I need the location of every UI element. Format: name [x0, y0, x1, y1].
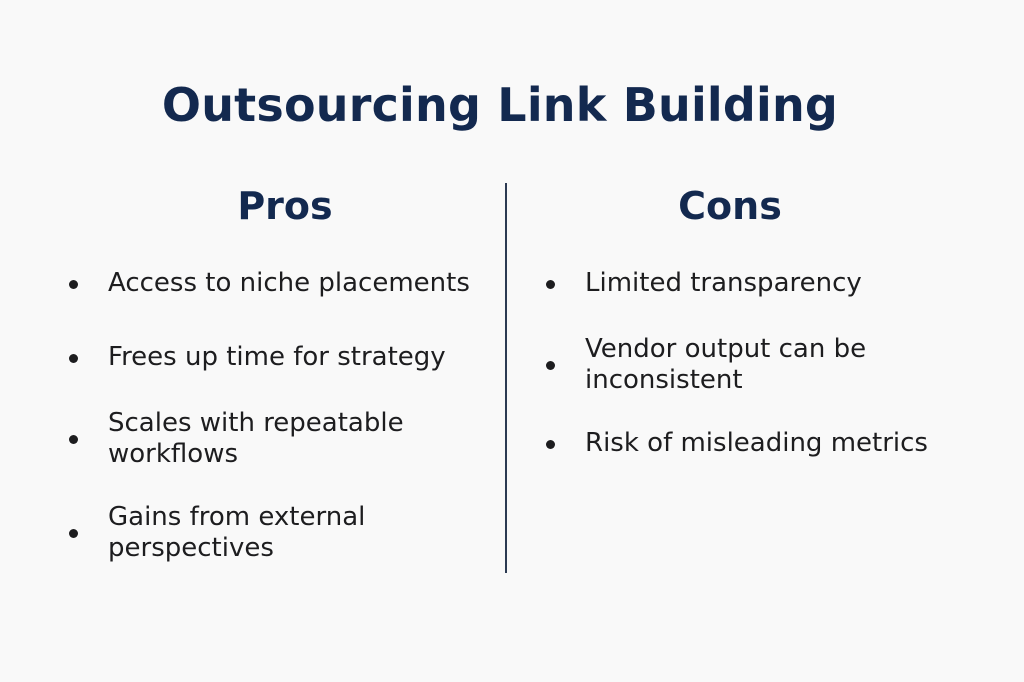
bullet-icon — [69, 435, 78, 444]
bullet-icon — [69, 529, 78, 538]
cons-list-item: Limited transparency — [537, 268, 977, 299]
pros-list-item: Scales with repeatable workflows — [60, 408, 490, 470]
cons-list-item: Risk of misleading metrics — [537, 428, 977, 459]
column-divider — [505, 183, 507, 573]
bullet-icon — [69, 353, 78, 363]
pros-heading: Pros — [237, 184, 333, 228]
page-title: Outsourcing Link Building — [161, 78, 839, 132]
cons-item-text: Vendor output can be inconsistent — [585, 334, 867, 395]
pros-item-text: Scales with repeatable workflows — [108, 408, 404, 469]
cons-item-text: Limited transparency — [585, 268, 862, 298]
pros-list-item: Frees up time for strategy — [60, 342, 490, 373]
cons-list: Limited transparency Vendor output can b… — [537, 268, 977, 459]
bullet-icon — [69, 279, 78, 289]
cons-list-item: Vendor output can be inconsistent — [537, 334, 977, 396]
bullet-icon — [546, 361, 555, 370]
cons-heading: Cons — [678, 184, 782, 228]
pros-list: Access to niche placements Frees up time… — [60, 268, 490, 564]
bullet-icon — [546, 279, 555, 289]
pros-item-text: Frees up time for strategy — [108, 342, 446, 372]
pros-item-text: Access to niche placements — [108, 268, 470, 298]
pros-item-text: Gains from external perspectives — [108, 502, 366, 563]
pros-list-item: Gains from external perspectives — [60, 502, 490, 564]
cons-item-text: Risk of misleading metrics — [585, 428, 928, 458]
pros-list-item: Access to niche placements — [60, 268, 490, 299]
bullet-icon — [546, 439, 555, 449]
